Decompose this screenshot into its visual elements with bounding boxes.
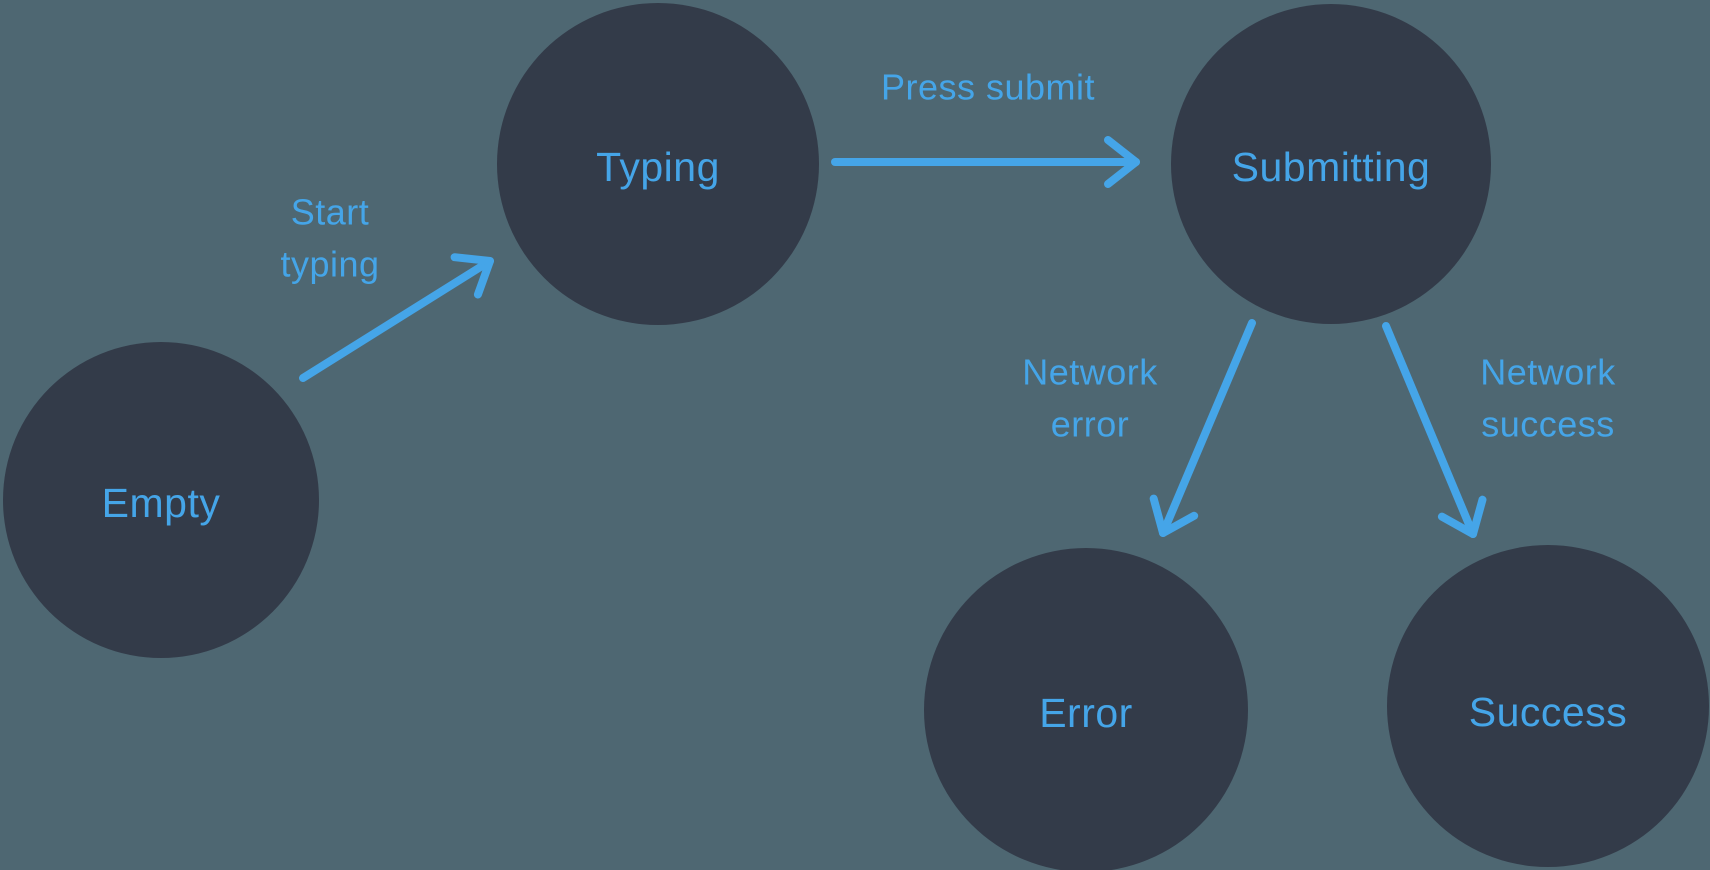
state-node-empty: Empty — [3, 342, 319, 658]
state-circle-typing — [497, 3, 819, 325]
arrow-network-error-icon — [1149, 319, 1256, 537]
edge-network-success: Network success — [1382, 322, 1616, 538]
state-node-submitting: Submitting — [1171, 4, 1491, 324]
arrow-start-typing-icon — [299, 253, 494, 382]
edge-press-submit: Press submit — [831, 67, 1140, 188]
state-circle-error — [924, 548, 1248, 870]
edge-label-network-error-line1: Network — [1022, 352, 1158, 393]
edge-label-network-success-line2: success — [1481, 404, 1615, 445]
state-node-error: Error — [924, 548, 1248, 870]
edge-label-network-error-line2: error — [1051, 404, 1130, 445]
state-label-empty: Empty — [102, 480, 221, 526]
edge-label-press-submit: Press submit — [881, 67, 1095, 108]
edge-start-typing: Start typing — [280, 192, 494, 382]
edge-label-network-success-line1: Network — [1480, 352, 1616, 393]
state-circle-submitting — [1171, 4, 1491, 324]
edge-label-start-typing-line2: typing — [280, 244, 379, 285]
arrow-network-success-icon — [1382, 322, 1487, 538]
state-label-submitting: Submitting — [1232, 144, 1431, 190]
edge-label-start-typing-line1: Start — [291, 192, 370, 233]
state-label-error: Error — [1039, 690, 1133, 736]
state-label-success-circle — [1387, 545, 1709, 867]
state-label-typing: Typing — [596, 144, 720, 190]
state-circle-empty — [3, 342, 319, 658]
edge-network-error: Network error — [1022, 319, 1256, 537]
state-node-typing: Typing — [497, 3, 819, 325]
state-node-success: Success — [1387, 545, 1709, 867]
state-label-success: Success — [1469, 689, 1627, 735]
